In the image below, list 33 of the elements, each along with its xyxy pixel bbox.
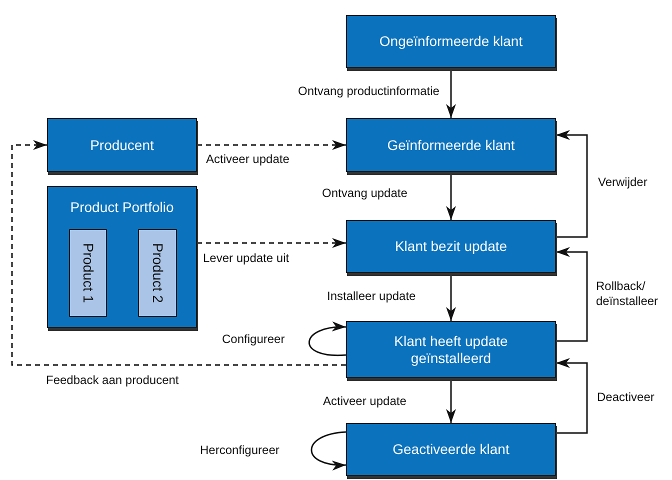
edge-label: Installeer update (327, 289, 416, 304)
state-box: Ongeïnformeerde klant (346, 15, 556, 68)
edge-label: Activeer update (323, 394, 406, 409)
state-box: Klant bezit update (346, 220, 556, 273)
loop-arrow (310, 431, 346, 470)
dashed-arrow (197, 140, 346, 150)
loop-arrow (308, 322, 346, 356)
edge-label: Activeer update (206, 152, 290, 167)
edge-label: Configureer (222, 332, 285, 347)
product-box: Product 1 (69, 229, 107, 317)
edge-label: Deactiveer (597, 390, 654, 405)
edge-label: Lever update uit (203, 251, 290, 266)
dashed-arrow (11, 140, 346, 366)
edge-label: Rollback/ deïnstalleer (596, 279, 660, 309)
product-box: Product 2 (138, 229, 177, 317)
arrow (556, 130, 588, 238)
edge-label: Ontvang productinformatie (298, 84, 440, 99)
arrow (556, 247, 588, 342)
arrow (446, 378, 456, 423)
edge-label: Verwijder (598, 175, 648, 190)
edge-label: Herconfigureer (200, 443, 280, 458)
arrow (556, 358, 588, 434)
arrow (446, 273, 456, 321)
state-box: Geïnformeerde klant (346, 118, 556, 172)
arrow (446, 68, 456, 118)
state-box: Geactiveerde klant (346, 423, 556, 476)
dashed-arrow (197, 238, 346, 248)
portfolio-panel: Product Portfolio Product 1 Product 2 (47, 186, 197, 328)
state-box: Klant heeft update geïnstalleerd (346, 321, 556, 378)
edge-label: Feedback aan producent (46, 373, 179, 388)
edge-label: Ontvang update (322, 186, 408, 201)
state-box: Producent (47, 118, 197, 172)
arrow (446, 172, 456, 220)
